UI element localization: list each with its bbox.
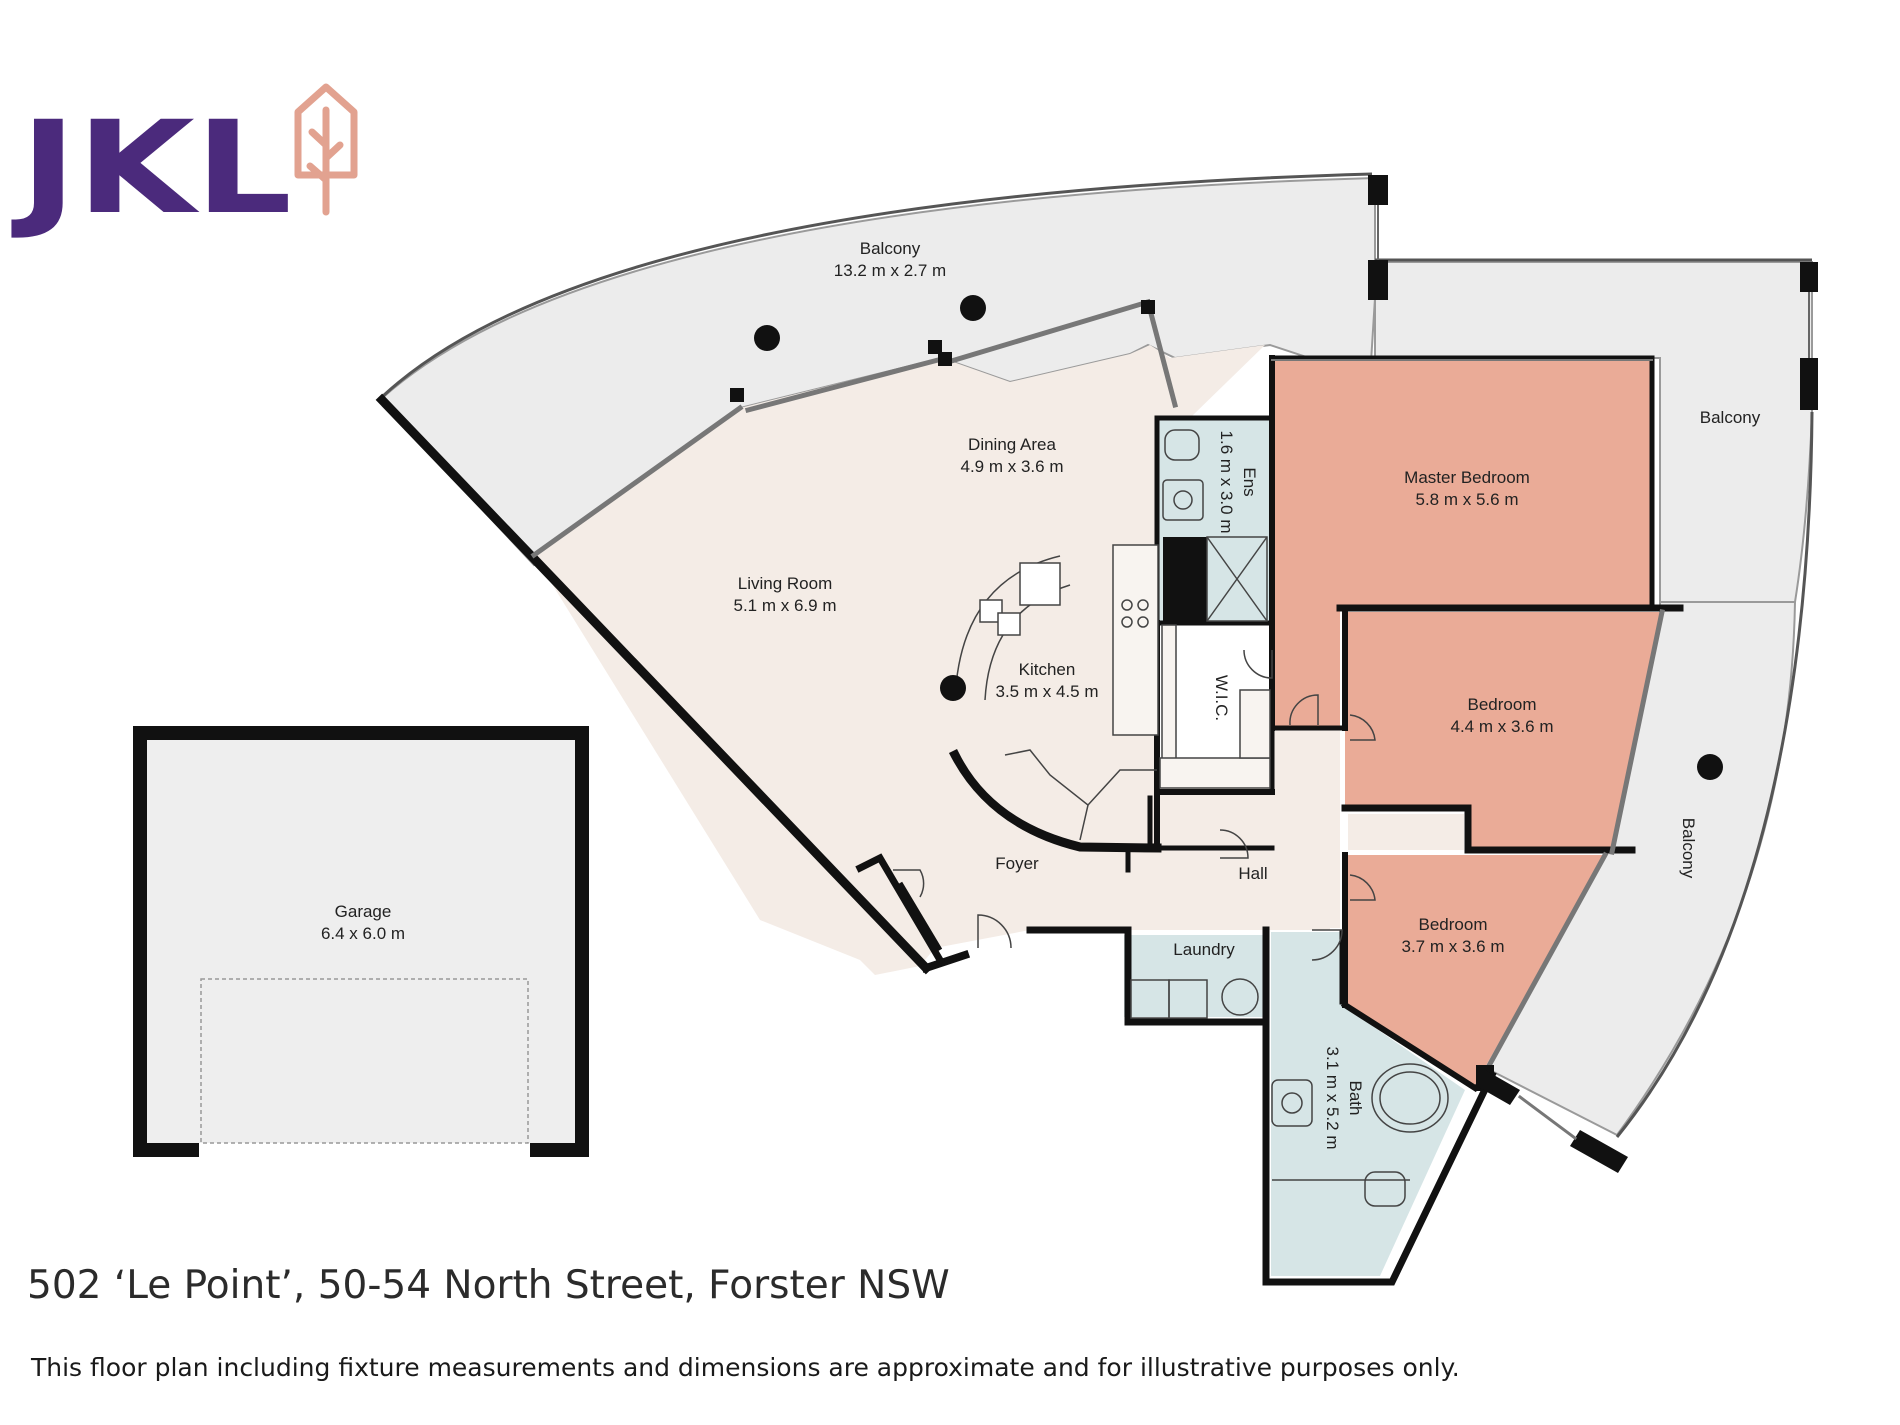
balcony-main-size: 13.2 m x 2.7 m — [834, 261, 946, 280]
balcony-south-label: Balcony — [1679, 818, 1698, 879]
room-labels: Balcony 13.2 m x 2.7 m Balcony Balcony D… — [321, 239, 1761, 1149]
ensuite-size: 1.6 m x 3.0 m — [1217, 431, 1236, 534]
balcony-east-label: Balcony — [1700, 408, 1761, 427]
wic-label: W.I.C. — [1212, 675, 1231, 721]
kitchen-size: 3.5 m x 4.5 m — [996, 682, 1099, 701]
bedroom-3-area — [1345, 855, 1605, 1085]
bath-label: Bath — [1346, 1081, 1365, 1116]
tree-house-icon — [294, 83, 358, 216]
dining-size: 4.9 m x 3.6 m — [961, 457, 1064, 476]
column-icon — [940, 675, 966, 701]
master-bedroom-area — [1272, 360, 1652, 728]
laundry-label: Laundry — [1173, 940, 1235, 959]
bedroom-2-size: 4.4 m x 3.6 m — [1451, 717, 1554, 736]
garage-label: Garage — [335, 902, 392, 921]
laundry-area — [1124, 935, 1266, 1017]
bath-size: 3.1 m x 5.2 m — [1323, 1047, 1342, 1150]
balconies — [378, 172, 1818, 1138]
logo: JKL — [10, 83, 358, 243]
living-size: 5.1 m x 6.9 m — [734, 596, 837, 615]
bedroom-3-size: 3.7 m x 3.6 m — [1402, 937, 1505, 956]
bath-area — [1271, 932, 1465, 1276]
column-icon — [754, 325, 780, 351]
hall-label: Hall — [1238, 864, 1267, 883]
master-size: 5.8 m x 5.6 m — [1416, 490, 1519, 509]
garage-size: 6.4 x 6.0 m — [321, 924, 405, 943]
foyer-label: Foyer — [995, 854, 1039, 873]
living-room-area — [534, 345, 1330, 975]
bedroom-3-label: Bedroom — [1419, 915, 1488, 934]
property-address: 502 ‘Le Point’, 50-54 North Street, Fors… — [27, 1263, 950, 1308]
logo-wordmark: JKL — [10, 94, 292, 243]
master-label: Master Bedroom — [1404, 468, 1530, 487]
garage — [133, 726, 589, 1157]
dining-label: Dining Area — [968, 435, 1056, 454]
bedroom-2-area — [1345, 612, 1662, 852]
living-label: Living Room — [738, 574, 833, 593]
balcony-main-label: Balcony — [860, 239, 921, 258]
walls — [375, 298, 1684, 1286]
column-icon — [1697, 754, 1723, 780]
garage-area — [140, 733, 582, 1143]
column-icon — [960, 295, 986, 321]
bedroom-2-label: Bedroom — [1468, 695, 1537, 714]
kitchen-label: Kitchen — [1019, 660, 1076, 679]
fixtures — [893, 429, 1449, 1207]
bedrooms — [1272, 360, 1662, 1085]
disclaimer-text: This floor plan including fixture measur… — [31, 1353, 1460, 1382]
wet-areas — [1124, 418, 1465, 1276]
ensuite-label: Ens — [1240, 467, 1259, 496]
